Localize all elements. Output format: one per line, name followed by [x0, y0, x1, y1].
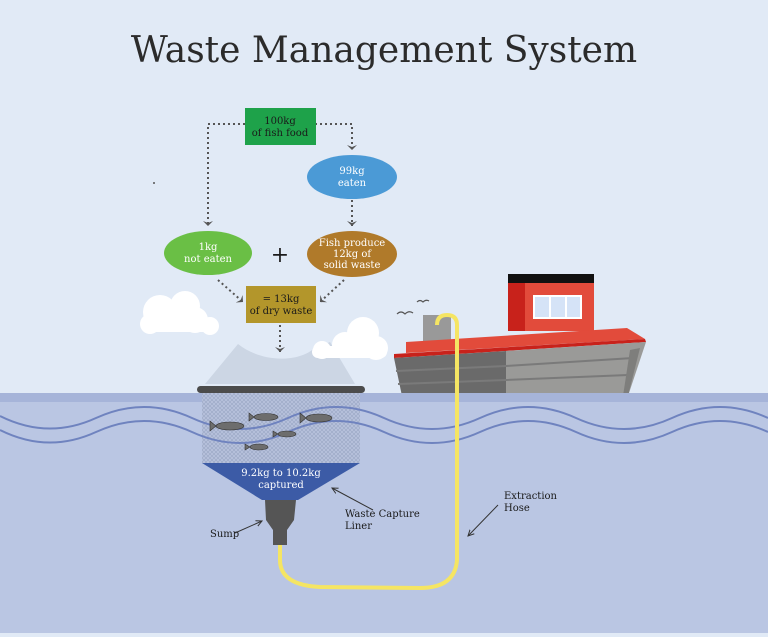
connector-food-to-not-eaten — [203, 123, 245, 226]
liner-label-line2: Liner — [345, 521, 372, 532]
sky-background — [0, 0, 768, 400]
hull-light — [506, 342, 646, 396]
captured-label: captured — [258, 480, 304, 491]
liner-label-line1: Waste Capture — [345, 509, 420, 520]
flow-connectors — [203, 123, 357, 352]
connector-not-eaten-to-dry — [217, 279, 244, 303]
eaten-amount: 99kg — [339, 166, 365, 177]
boat-cabin-roof — [508, 274, 594, 283]
connector-food-to-eaten — [315, 123, 357, 150]
cloud-left — [140, 291, 219, 335]
cabin-window — [551, 297, 565, 317]
liner-pointer — [332, 488, 374, 511]
page-title: Waste Management System — [131, 30, 637, 71]
solid-waste-line2: 12kg of — [333, 249, 372, 260]
fish-icon — [248, 412, 279, 422]
waves — [0, 406, 768, 444]
distant-bird-dot — [153, 182, 155, 184]
node-solid-waste: Fish produce 12kg of solid waste — [307, 231, 397, 277]
annotation-arrows — [234, 488, 499, 536]
hose-label-line1: Extraction — [504, 491, 558, 502]
fish-food-label: of fish food — [252, 128, 309, 139]
sump-pointer — [234, 521, 262, 534]
hull-dark — [394, 351, 506, 396]
solid-waste-line1: Fish produce — [319, 238, 386, 249]
node-not-eaten: 1kg not eaten — [164, 231, 252, 275]
sump — [265, 500, 296, 545]
eaten-label: eaten — [338, 178, 367, 189]
fish-icon — [244, 443, 269, 451]
solid-waste-line3: solid waste — [324, 260, 381, 271]
hose-pointer — [468, 504, 499, 536]
captured-amount: 9.2kg to 10.2kg — [241, 468, 321, 479]
cabin-window — [535, 297, 549, 317]
extraction-hose — [278, 312, 459, 591]
dry-waste-amount: = 13kg — [263, 294, 300, 305]
connector-waste-to-dry — [319, 279, 345, 303]
node-dry-waste: = 13kg of dry waste — [246, 286, 316, 323]
fish-icon — [299, 412, 333, 424]
water-surface — [0, 393, 768, 402]
hose-label-line2: Hose — [504, 503, 530, 514]
not-eaten-amount: 1kg — [199, 242, 218, 253]
plus-sign: + — [271, 243, 289, 268]
fish-food-amount: 100kg — [264, 116, 296, 127]
boat-deck — [406, 328, 645, 353]
not-eaten-label: not eaten — [184, 254, 232, 265]
cloud-right — [312, 317, 388, 360]
fish-group — [209, 412, 333, 451]
fish-icon — [272, 430, 297, 438]
dry-waste-label: of dry waste — [250, 306, 313, 317]
birds-icon — [396, 299, 430, 315]
fish-icon — [209, 420, 245, 432]
cabin-window — [567, 297, 580, 317]
node-eaten: 99kg eaten — [307, 155, 397, 199]
waste-capture-liner — [202, 463, 360, 500]
fish-pen-rim — [197, 386, 365, 393]
node-fish-food: 100kg of fish food — [245, 108, 316, 145]
sump-label: Sump — [210, 529, 239, 540]
boat — [394, 274, 646, 396]
